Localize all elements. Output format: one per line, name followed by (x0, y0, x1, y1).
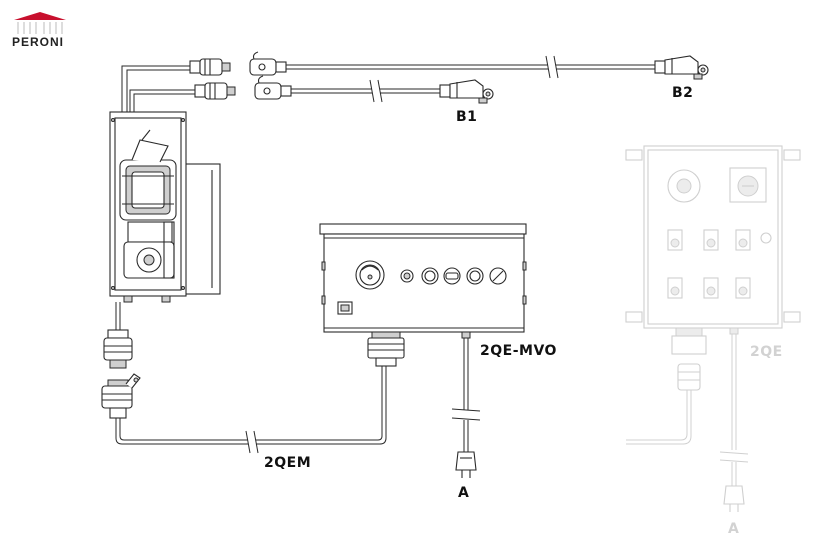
push-button-3-icon (466, 267, 484, 285)
label-2qe-mvo: 2QE-MVO (480, 343, 557, 359)
motor-connector-upper-icon (103, 329, 133, 369)
sensor-b1-icon (439, 79, 494, 104)
schuko-plug-icon (455, 451, 477, 478)
ghost-control-panel-2qe (625, 145, 801, 512)
motor-cable (101, 302, 387, 454)
label-b2: B2 (672, 85, 693, 101)
sensor-cables (121, 51, 709, 112)
motor-connector-lower-icon (101, 373, 141, 419)
selector-switch-icon (489, 267, 507, 285)
push-button-2-icon (443, 267, 461, 285)
ghost-plug-icon (723, 485, 745, 512)
ghost-main-switch-icon (729, 167, 767, 203)
power-cable (451, 338, 481, 478)
motor-gearbox-icon (109, 111, 221, 303)
label-a: A (458, 485, 469, 501)
power-switch-icon (337, 301, 353, 315)
peroni-logo: PERONI (12, 12, 66, 49)
indicator-lamp-icon (400, 269, 414, 283)
ghost-key-switch-icon (667, 169, 701, 203)
cable-break-2qem (245, 430, 259, 454)
label-2qe: 2QE (750, 344, 783, 360)
sensor-b2-icon (654, 55, 709, 80)
sensor-connector-lower (194, 75, 292, 100)
control-box-2qe-mvo (319, 223, 527, 367)
label-b1: B1 (456, 109, 477, 125)
label-2qem: 2QEM (264, 455, 311, 471)
emergency-stop-icon (355, 260, 385, 290)
cable-break-b2 (545, 55, 559, 79)
sensor-connector-upper (189, 51, 287, 76)
logo-roof-icon (14, 12, 66, 20)
logo-text: PERONI (12, 35, 64, 49)
push-button-1-icon (421, 267, 439, 285)
cable-break-b1 (369, 79, 383, 103)
label-a-ghost: A (728, 521, 739, 537)
cable-break-power (451, 408, 481, 421)
control-box-connector-icon (367, 331, 405, 367)
